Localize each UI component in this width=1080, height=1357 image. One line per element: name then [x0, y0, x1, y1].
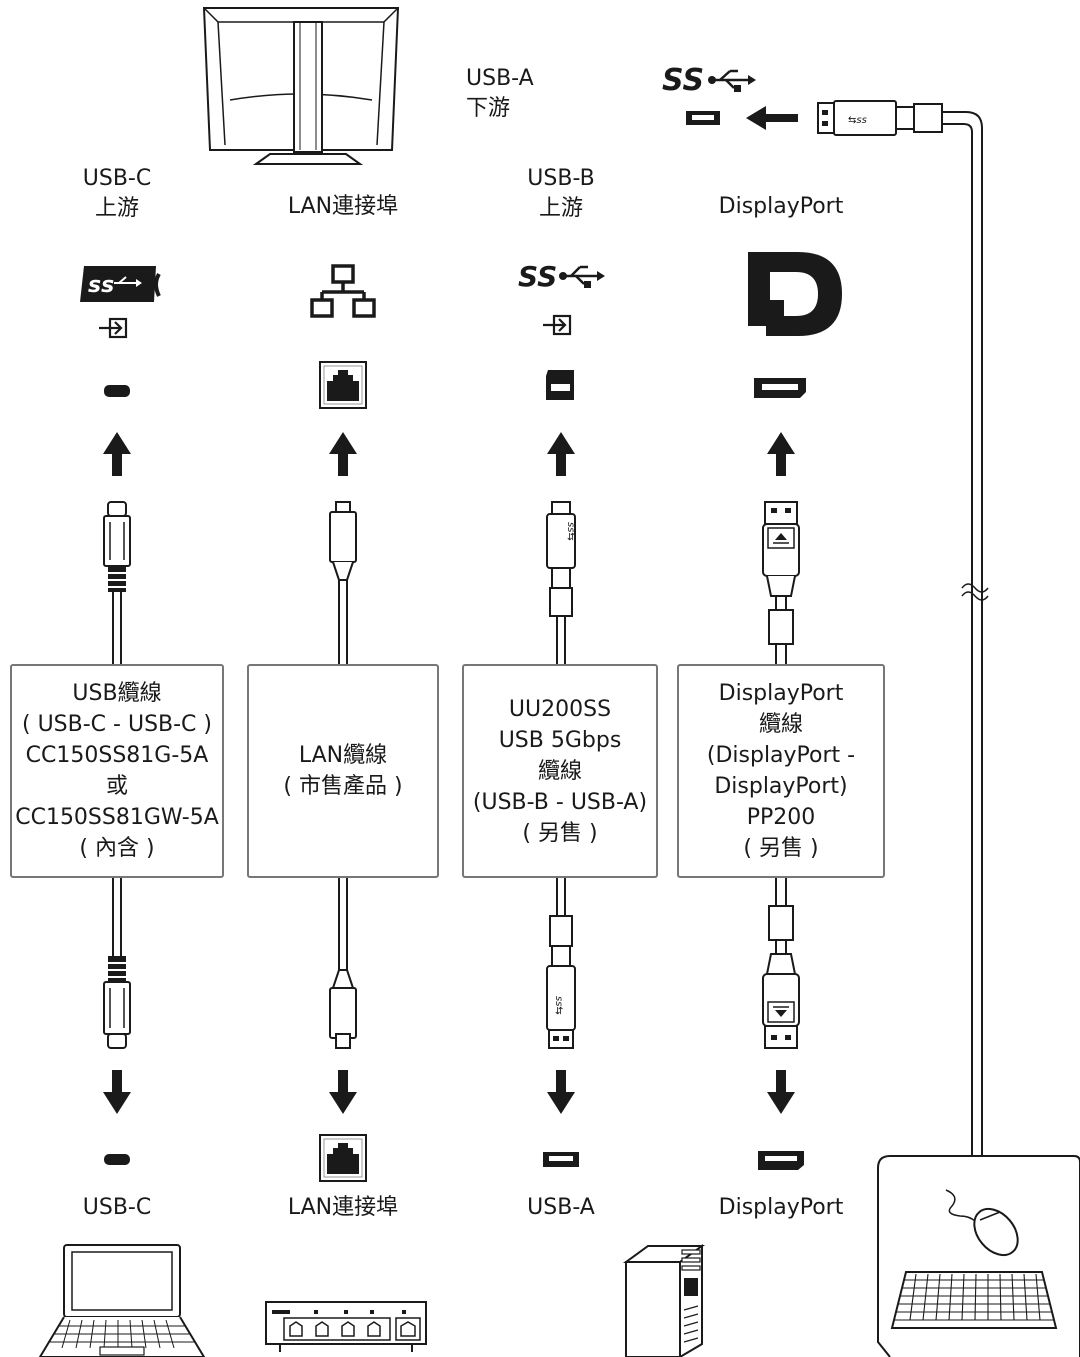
ss-logo-text: SS [662, 63, 704, 98]
label-bottom-displayport: DisplayPort [718, 1195, 844, 1220]
network-switch-icon [265, 1301, 427, 1352]
cable-box-usbc: USB纜線 ( USB-C - USB-C ) CC150SS81G-5A 或 … [10, 664, 224, 878]
displayport-port-icon-bottom [758, 1151, 804, 1170]
cable-box-displayport: DisplayPort 纜線 (DisplayPort - DisplayPor… [677, 664, 885, 878]
arrow-down-icon [547, 1070, 575, 1114]
label-lan-port: LAN連接埠 [287, 194, 399, 219]
arrow-down-icon [329, 1070, 357, 1114]
ss-logo-text: SS [518, 260, 557, 293]
usb-c-plug-icon [103, 501, 131, 665]
desktop-pc-icon [622, 1244, 706, 1357]
usbc-superspeed-logo: ss [80, 266, 161, 302]
label-bottom-usbc: USB-C [82, 1195, 152, 1220]
arrow-up-icon [547, 432, 575, 476]
input-icon [97, 317, 128, 339]
cable-box-usbb: UU200SS USB 5Gbps 纜線 (USB-B - USB-A) ( 另… [462, 664, 658, 878]
label-bottom-lan: LAN連接埠 [287, 1195, 399, 1220]
svg-text:⇆ss: ⇆ss [848, 115, 867, 126]
usb-a-port-icon-top [686, 111, 720, 125]
svg-text:ss: ss [88, 273, 114, 298]
rj45-plug-icon [329, 501, 357, 665]
displayport-logo [748, 252, 842, 336]
arrow-up-icon [767, 432, 795, 476]
input-icon [541, 314, 572, 336]
svg-text:ss⇆: ss⇆ [553, 996, 564, 1015]
arrow-down-icon [767, 1070, 795, 1114]
usb-superspeed-logo-top: SS [662, 63, 756, 98]
keyboard-mouse-icon [877, 1155, 1080, 1357]
arrow-left-icon [746, 106, 798, 130]
usbb-superspeed-logo: SS [518, 260, 605, 293]
rj45-plug-icon-bottom [329, 876, 357, 1049]
usb-c-port-icon-bottom [104, 1154, 130, 1165]
label-usba-downstream: USB-A 下游 [466, 66, 534, 121]
cable-box-lan: LAN纜線 ( 市售產品 ) [247, 664, 439, 878]
displayport-plug-icon [762, 501, 800, 665]
usb-c-port-icon [104, 385, 130, 397]
monitor-icon [202, 7, 400, 165]
usb-a-plug-icon-bottom: ss⇆ [546, 876, 576, 1049]
displayport-plug-icon-bottom [762, 876, 800, 1049]
lan-port-icon [319, 361, 367, 409]
laptop-icon [38, 1244, 206, 1357]
usb-b-plug-icon: ss⇆ [546, 501, 576, 665]
label-bottom-usba: USB-A [527, 1195, 595, 1220]
network-icon [310, 264, 376, 318]
label-displayport: DisplayPort [718, 194, 844, 219]
arrow-up-icon [329, 432, 357, 476]
label-usbb-upstream: USB-B 上游 [527, 166, 595, 221]
arrow-up-icon [103, 432, 131, 476]
svg-text:ss⇆: ss⇆ [565, 522, 576, 541]
lan-port-icon-bottom [319, 1134, 367, 1182]
usb-c-plug-icon-bottom [103, 876, 131, 1049]
usb-b-port-icon [546, 370, 574, 400]
displayport-port-icon [754, 378, 806, 398]
arrow-down-icon [103, 1070, 131, 1114]
label-usbc-upstream: USB-C 上游 [82, 166, 152, 221]
usb-a-plug-keyboard-icon: ⇆ss [817, 100, 989, 1155]
usb-a-port-icon-bottom [543, 1152, 579, 1167]
